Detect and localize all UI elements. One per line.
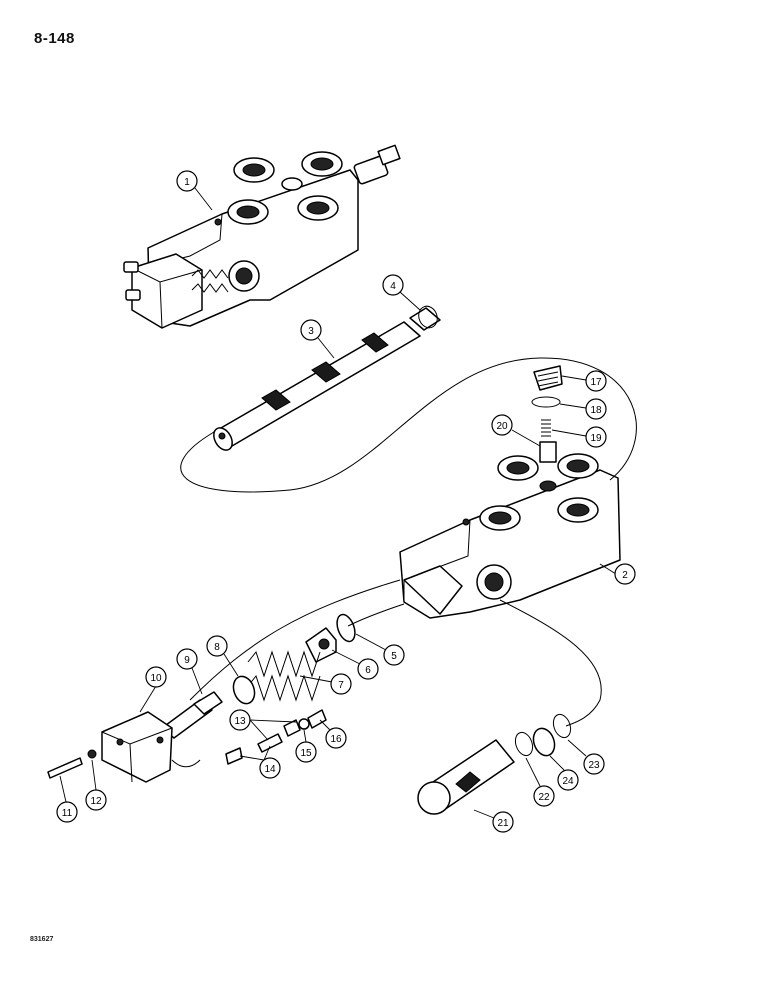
svg-text:5: 5: [391, 651, 397, 662]
svg-text:18: 18: [590, 405, 602, 416]
callout-label: 1: [184, 177, 190, 188]
svg-text:21: 21: [497, 818, 509, 829]
callout-15: 15: [295, 729, 317, 763]
callout-16: 16: [319, 719, 347, 749]
callout-7: 7: [299, 673, 352, 695]
svg-text:24: 24: [562, 776, 574, 787]
svg-text:9: 9: [184, 655, 190, 666]
guide-line: [499, 599, 602, 727]
svg-text:19: 19: [590, 433, 602, 444]
callout-23: 23: [567, 739, 605, 775]
svg-text:22: 22: [538, 792, 550, 803]
svg-text:23: 23: [588, 760, 600, 771]
guide-line: [347, 603, 405, 627]
svg-text:16: 16: [330, 734, 342, 745]
callout-2: 2: [599, 563, 636, 585]
callout-17: 17: [561, 370, 607, 392]
svg-text:3: 3: [308, 326, 314, 337]
svg-text:10: 10: [150, 673, 162, 684]
svg-text:13: 13: [234, 716, 246, 727]
svg-text:15: 15: [300, 748, 312, 759]
callout-11: 11: [56, 775, 78, 823]
callout-8: 8: [206, 635, 239, 677]
callout-6: 6: [331, 649, 379, 680]
svg-text:14: 14: [264, 764, 276, 775]
svg-text:8: 8: [214, 642, 220, 653]
callout-4: 4: [382, 274, 438, 329]
svg-text:7: 7: [338, 680, 344, 691]
svg-text:2: 2: [622, 570, 628, 581]
callout-3: 3: [300, 319, 335, 359]
check-valve-parts-drawing: [531, 365, 563, 463]
callout-12: 12: [85, 759, 107, 811]
callout-10: 10: [139, 666, 167, 713]
callout-21: 21: [473, 809, 514, 833]
drawing-code: 831627: [30, 936, 54, 943]
callout-1: 1: [176, 170, 213, 211]
valve-body-drawing: [399, 453, 621, 619]
callout-5: 5: [355, 633, 405, 666]
spool-drawing: [213, 307, 441, 451]
svg-text:20: 20: [496, 421, 508, 432]
callout-22: 22: [525, 757, 555, 807]
guide-line: [171, 759, 201, 768]
callout-18: 18: [559, 398, 607, 420]
callout-14: 14: [239, 745, 281, 779]
relief-parts-drawing: [47, 613, 356, 783]
svg-text:17: 17: [590, 377, 602, 388]
page-number: 8-148: [34, 30, 75, 47]
svg-text:6: 6: [365, 665, 371, 676]
guide-line: [180, 357, 637, 493]
svg-text:12: 12: [90, 796, 102, 807]
callout-9: 9: [176, 648, 203, 695]
callout-13: 13: [229, 709, 297, 741]
relief-cartridge-drawing: [417, 713, 572, 815]
svg-text:11: 11: [62, 808, 73, 819]
svg-text:4: 4: [390, 281, 396, 292]
guide-line: [189, 579, 401, 701]
callout-19: 19: [551, 426, 607, 448]
callout-20: 20: [491, 414, 541, 447]
callout-24: 24: [549, 755, 579, 791]
valve-assembly-drawing: [123, 144, 401, 329]
